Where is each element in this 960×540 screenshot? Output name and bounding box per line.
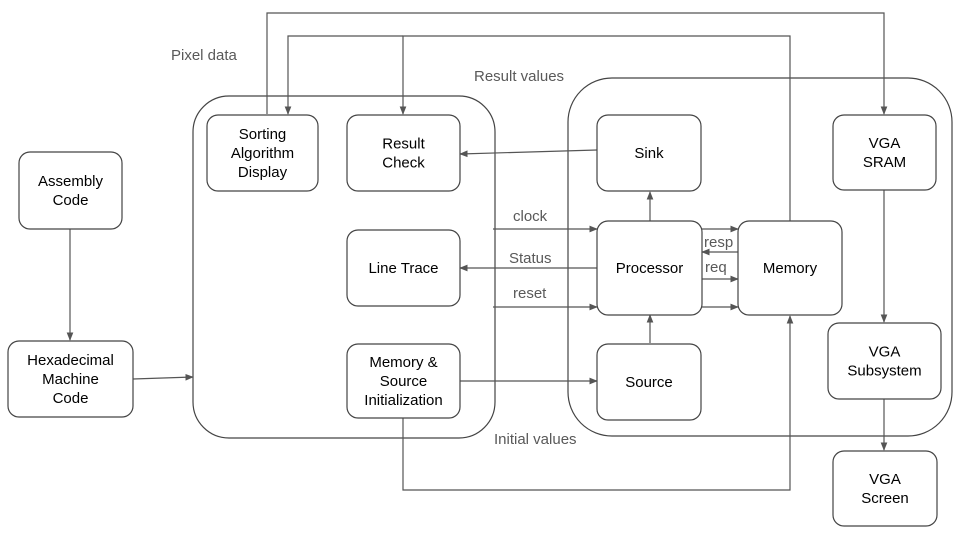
- node-box-processor: [596, 220, 703, 316]
- node-label-line-trace: Line Trace: [368, 260, 438, 277]
- node-box-sorting: [206, 114, 319, 192]
- node-box-result-check: [346, 114, 461, 192]
- initial-values-arrow: [402, 315, 794, 491]
- hex-to-harness-arrow: [132, 373, 194, 381]
- node-box-sink: [596, 114, 702, 192]
- node-label-line: VGA: [869, 471, 901, 488]
- node-label-line: Code: [53, 192, 89, 209]
- node-memory: Memory: [737, 220, 843, 316]
- node-label-sink: Sink: [634, 145, 664, 162]
- processor-system-container: [567, 77, 953, 437]
- test-harness-container: [192, 95, 496, 439]
- node-vga-screen: VGA Screen: [832, 450, 938, 527]
- node-label-line: Hexadecimal: [27, 352, 114, 369]
- pixel-data-arrow: [284, 35, 403, 115]
- label-req: req: [705, 259, 727, 276]
- label-pixel-data: Pixel data: [171, 47, 238, 64]
- node-source: Source: [596, 343, 702, 421]
- node-label-line: Subsystem: [847, 363, 921, 380]
- node-label-line: Check: [382, 155, 425, 172]
- node-label-line: Line Trace: [368, 260, 438, 277]
- node-label-line: Assembly: [38, 173, 104, 190]
- sink-to-result-check-arrow: [459, 149, 598, 158]
- node-box-hex: [7, 340, 134, 418]
- node-label-line: Source: [380, 373, 428, 390]
- label-clock: clock: [513, 208, 548, 225]
- node-label-memory: Memory: [763, 260, 818, 277]
- node-label-line: Display: [238, 164, 288, 181]
- node-label-line: Code: [53, 390, 89, 407]
- node-label-line: Memory &: [369, 354, 437, 371]
- label-resp: resp: [704, 234, 733, 251]
- node-label-line: Sink: [634, 145, 664, 162]
- node-label-line: Memory: [763, 260, 818, 277]
- node-label-line: Processor: [616, 260, 684, 277]
- node-label-line: Result: [382, 136, 425, 153]
- node-label-line: SRAM: [863, 154, 906, 171]
- node-label-line: Machine: [42, 371, 99, 388]
- node-box-memory: [737, 220, 843, 316]
- node-label-vga-subsystem: VGA Subsystem: [847, 344, 921, 380]
- label-status: Status: [509, 250, 552, 267]
- node-label-vga-screen: VGA Screen: [861, 471, 909, 507]
- node-label-line: VGA: [869, 344, 901, 361]
- node-vga-subsystem: VGA Subsystem: [827, 322, 942, 400]
- node-box-vga-screen: [832, 450, 938, 527]
- display-to-sram-arrow: [266, 12, 888, 115]
- result-values-arrow: [399, 35, 791, 221]
- node-box-mem-init: [346, 343, 461, 419]
- node-label-processor: Processor: [616, 260, 684, 277]
- node-vga-sram: VGA SRAM: [832, 114, 937, 191]
- node-sink: Sink: [596, 114, 702, 192]
- node-line-trace: Line Trace: [346, 229, 461, 307]
- label-result-values: Result values: [474, 68, 564, 85]
- node-label-line: Algorithm: [231, 145, 294, 162]
- node-box-source: [596, 343, 702, 421]
- node-processor: Processor: [596, 220, 703, 316]
- node-label-line: Source: [625, 374, 673, 391]
- node-box-vga-sram: [832, 114, 937, 191]
- node-label-line: VGA: [869, 135, 901, 152]
- node-label-line: Initialization: [364, 392, 442, 409]
- label-initial-values: Initial values: [494, 431, 577, 448]
- node-box-vga-subsystem: [827, 322, 942, 400]
- node-label-vga-sram: VGA SRAM: [863, 135, 906, 171]
- node-box-line-trace: [346, 229, 461, 307]
- node-label-source: Source: [625, 374, 673, 391]
- node-box-assembly: [18, 151, 123, 230]
- node-label-line: Screen: [861, 490, 909, 507]
- node-label-line: Sorting: [239, 126, 287, 143]
- label-reset: reset: [513, 285, 547, 302]
